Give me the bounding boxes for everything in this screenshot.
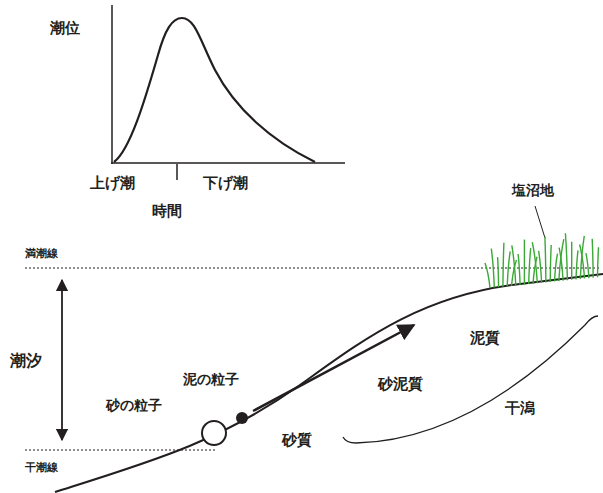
region-label: 塩沼地 (512, 183, 554, 198)
line-label: 満潮線 (25, 248, 58, 260)
tide-graph (111, 5, 345, 180)
grass-blade (545, 236, 546, 282)
particle-label: 泥の粒子 (183, 372, 239, 387)
grass-blade (559, 248, 563, 281)
sand-particle (202, 421, 226, 445)
grass-blade (512, 245, 516, 285)
grass-blade (550, 245, 551, 282)
transport-arrow (253, 325, 414, 411)
grass-blade (580, 236, 584, 279)
range-label: 潮汐 (10, 352, 42, 370)
tide-curve (114, 18, 315, 162)
phase-label: 下げ潮 (203, 175, 248, 192)
grass-blade (598, 247, 599, 277)
grass-blade (491, 249, 494, 288)
tidal-flat-bracket (343, 316, 598, 443)
grass-blade (518, 254, 520, 285)
leader-line (535, 206, 545, 238)
zone-label: 泥質 (470, 330, 500, 347)
zone-label: 干潟 (505, 400, 535, 417)
grass-blade (559, 239, 564, 281)
line-label: 干潮線 (25, 462, 58, 474)
axis-tick (176, 164, 178, 180)
x-axis (111, 162, 345, 164)
mud-particle (236, 412, 248, 424)
axis-label: 時間 (152, 203, 182, 220)
grass-blade (555, 254, 558, 282)
grass-blade (565, 233, 567, 280)
axis-label: 潮位 (50, 20, 80, 37)
grass-blade (592, 239, 593, 278)
ground-profile (55, 274, 603, 492)
y-axis (111, 5, 113, 164)
grass-blade (529, 248, 531, 284)
grass-blade (507, 251, 510, 286)
grass-blade (571, 242, 572, 280)
grass-blade (498, 257, 499, 287)
grass-blade (539, 251, 542, 283)
salt-marsh-grass (485, 233, 599, 288)
grass-blade (580, 245, 585, 279)
tide-range-arrow (61, 280, 63, 440)
particle-label: 砂の粒子 (106, 398, 162, 413)
low-tide-line (25, 449, 215, 450)
grass-blade (586, 253, 589, 278)
grass-blade (576, 250, 578, 279)
phase-label: 上げ潮 (90, 175, 135, 192)
zone-label: 砂泥質 (378, 376, 423, 393)
grass-blade (524, 240, 525, 285)
grass-blade (485, 263, 490, 288)
grass-blade (532, 242, 537, 283)
zone-label: 砂質 (282, 432, 312, 449)
grass-blade (503, 243, 504, 287)
